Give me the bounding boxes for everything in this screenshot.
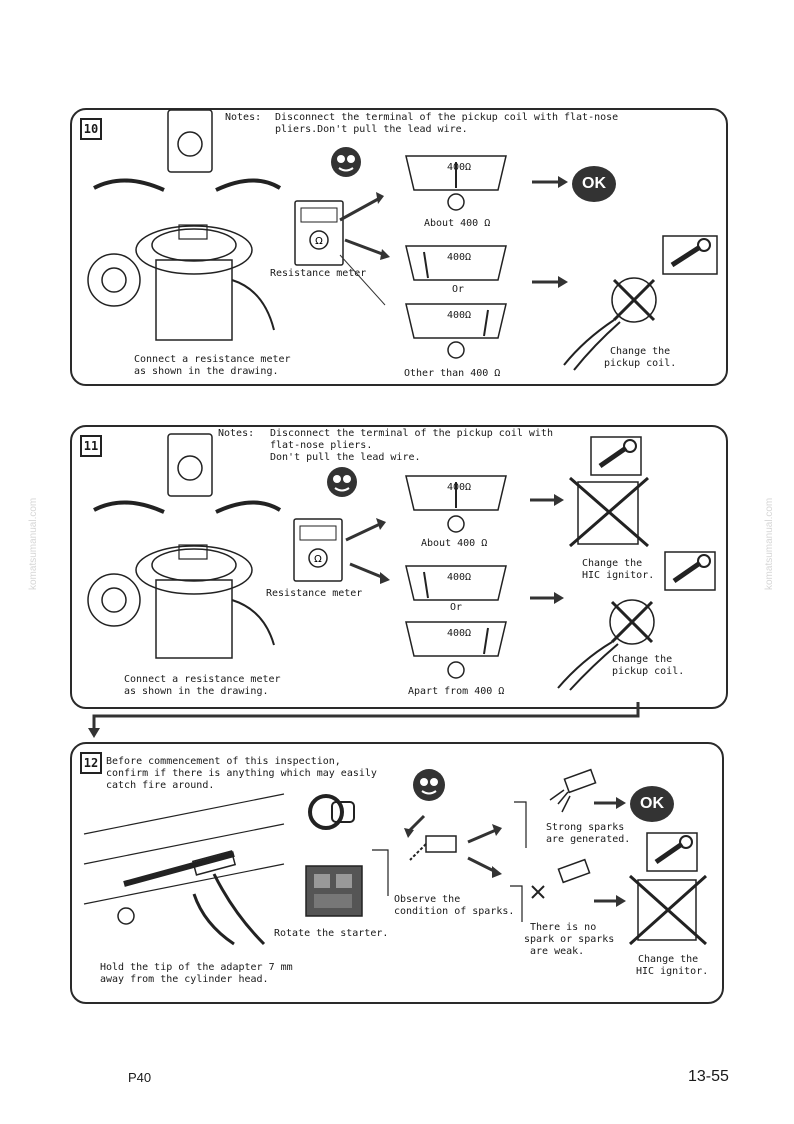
step-11-about-label: About 400 Ω [421, 538, 488, 549]
step-11-or-label: Or [450, 602, 463, 613]
step-12-nospark-line1: There is no [530, 922, 597, 933]
step-11-gauge-low-value: 400Ω [447, 572, 472, 583]
footer-left-code: P40 [128, 1070, 152, 1085]
step-12-rotate-label: Rotate the starter. [274, 928, 389, 939]
step-10-connect-line1: Connect a resistance meter [134, 354, 291, 365]
step-10-badge: 10 [80, 118, 102, 140]
footer-page-number: 13-55 [688, 1068, 729, 1085]
step-11-caution-face-icon [327, 467, 357, 497]
step-12-change-line2: HIC ignitor. [636, 966, 709, 977]
step-10-arrows [339, 192, 390, 306]
step-11-badge: 11 [80, 435, 102, 457]
step-11-small-meter-icon: Ω [293, 518, 343, 582]
step-10-engine-illustration [87, 109, 282, 341]
step-11-result-arrows [530, 494, 564, 604]
step-10-notes-line1: Disconnect the terminal of the pickup co… [275, 112, 619, 123]
step-12-starter-icon [308, 794, 355, 830]
step-12-observe-line2: condition of sparks. [394, 906, 515, 917]
step-11-notes-label: Notes: [218, 428, 255, 439]
step-12-intro-line1: Before commencement of this inspection, [106, 756, 341, 767]
step-12-hic-ignitor-crossed [628, 874, 708, 946]
step-11-hic-ignitor-crossed [569, 476, 649, 548]
step-10-change-line1: Change the [610, 346, 671, 357]
watermark-left: komatsumanual.com [28, 497, 39, 590]
step-10-wrench-icon [662, 235, 718, 275]
step-11-gauge-ok [405, 475, 507, 533]
step-10-resistance-meter-label: Resistance meter [270, 268, 367, 279]
step-10-ok-badge: OK [572, 166, 616, 202]
step-11-connect-line1: Connect a resistance meter [124, 674, 281, 685]
step-11-wrench-icon-bottom [664, 551, 716, 591]
step-12-strong-line2: are generated. [546, 834, 631, 845]
step-12-weak-bracket [510, 885, 523, 922]
step-11-connect-line2: as shown in the drawing. [124, 686, 269, 697]
step-12-spark-plug-center [404, 814, 457, 861]
step-10-connect-line2: as shown in the drawing. [134, 366, 279, 377]
step-12-nospark-line3: are weak. [530, 946, 585, 957]
step-11-wrench-icon-top [590, 436, 642, 476]
step-12-spark-plug-weak [531, 858, 591, 899]
step-12-panel [70, 742, 724, 1004]
step-12-strong-arrow [594, 797, 626, 809]
step-10-or-label: Or [452, 284, 465, 295]
step-12-hold-line2: away from the cylinder head. [100, 974, 269, 985]
step-12-strong-line1: Strong sparks [546, 822, 625, 833]
step-11-change-hic-line1: Change the [582, 558, 643, 569]
step-11-change-pickup-line2: pickup coil. [612, 666, 685, 677]
step-12-branch-arrows [467, 824, 502, 878]
step-10-caution-face-icon [331, 147, 361, 177]
step-12-intro-line2: confirm if there is anything which may e… [106, 768, 377, 779]
step-11-change-pickup-line1: Change the [612, 654, 673, 665]
step-11-notes-line1: Disconnect the terminal of the pickup co… [270, 428, 553, 439]
step-10-notes-line2: pliers.Don't pull the lead wire. [275, 124, 468, 135]
step-11-notes-line2: flat-nose pliers. [270, 440, 373, 451]
step-10-pickup-coil-crossed [563, 277, 657, 371]
step-10-gauge-high-value: 400Ω [447, 310, 472, 321]
step-11-arrows [345, 518, 390, 584]
step-10-gauge-low [405, 245, 507, 281]
step-12-change-line1: Change the [638, 954, 699, 965]
step-10-notes-label: Notes: [225, 112, 262, 123]
step-12-engine-tool-illustration [83, 793, 285, 946]
step-10-other-than-label: Other than 400 Ω [404, 368, 501, 379]
step-12-nospark-line2: spark or sparks [524, 934, 615, 945]
step-11-gauge-low [405, 565, 507, 601]
step-10-small-meter-icon: Ω [294, 200, 344, 266]
step-10-gauge-high [405, 303, 507, 359]
svg-text:Ω: Ω [314, 554, 322, 565]
step-10-change-line2: pickup coil. [604, 358, 677, 369]
step-12-caution-face-icon [413, 769, 445, 801]
step-12-engine-block-icon [305, 865, 363, 917]
step-11-pickup-coil-crossed [557, 599, 655, 691]
step-11-gauge-high-value: 400Ω [447, 628, 472, 639]
step-12-observe-bracket [372, 849, 389, 896]
step-10-gauge-ok-value: 400Ω [447, 162, 472, 173]
step-12-hold-line1: Hold the tip of the adapter 7 mm [100, 962, 293, 973]
step-10-result-arrows [532, 176, 568, 288]
svg-text:Ω: Ω [315, 236, 323, 247]
step-10-gauge-ok [405, 155, 507, 211]
step-11-gauge-ok-value: 400Ω [447, 482, 472, 493]
step-10-gauge-low-value: 400Ω [447, 252, 472, 263]
step-11-notes-line3: Don't pull the lead wire. [270, 452, 421, 463]
step-12-observe-line1: Observe the [394, 894, 461, 905]
step-12-spark-plug-strong [549, 768, 597, 813]
step-12-strong-bracket [514, 801, 527, 848]
step-11-change-hic-line2: HIC ignitor. [582, 570, 655, 581]
step-12-wrench-icon [646, 832, 698, 872]
step-11-to-12-connector [88, 702, 640, 738]
step-11-resistance-meter-label: Resistance meter [266, 588, 363, 599]
step-12-intro-line3: catch fire around. [106, 780, 215, 791]
step-12-weak-arrow [594, 895, 626, 907]
step-10-about-label: About 400 Ω [424, 218, 491, 229]
step-11-gauge-high [405, 621, 507, 679]
step-11-engine-illustration [87, 433, 282, 659]
step-12-badge: 12 [80, 752, 102, 774]
watermark-right: komatsumanual.com [764, 497, 775, 590]
step-11-apart-from-label: Apart from 400 Ω [408, 686, 505, 697]
step-12-ok-badge: OK [630, 786, 674, 822]
